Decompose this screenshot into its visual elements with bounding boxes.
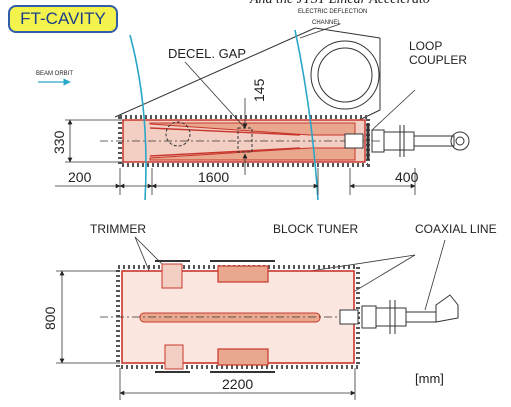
block-tuner-label: BLOCK TUNER — [273, 222, 358, 236]
loop-label: LOOP — [409, 39, 442, 53]
trimmer-label: TRIMMER — [90, 222, 146, 236]
height-top-dimension: 330 — [51, 130, 67, 154]
deflection-channel — [310, 40, 380, 110]
housing-outline — [114, 27, 381, 123]
electric-deflection-label: ELECTRIC DEFLECTION — [298, 9, 367, 15]
length-dimension: 1600 — [198, 169, 229, 185]
dimension-lines-bottom — [56, 270, 356, 400]
beam-curves — [129, 29, 319, 201]
coaxial-line-bottom — [339, 294, 459, 334]
title-badge: FT-CAVITY — [8, 5, 118, 33]
cavity-body-bottom — [100, 260, 360, 373]
cavity-body-top — [100, 115, 380, 167]
total-dimension: 2200 — [222, 376, 253, 392]
left-dimension: 200 — [68, 169, 92, 185]
dimension-lines-top — [55, 98, 416, 195]
coaxial-line-label: COAXIAL LINE — [415, 222, 497, 236]
decel-gap-label: DECEL. GAP — [168, 46, 246, 61]
right-dimension: 400 — [395, 169, 419, 185]
channel-label: CHANNEL — [312, 20, 341, 26]
unit-label: [mm] — [415, 371, 444, 386]
loop-coupler-assembly — [344, 123, 470, 160]
coupler-label: COUPLER — [409, 53, 467, 67]
subtitle-text: And the JTST Linear Accelerato — [250, 0, 430, 8]
height-bottom-dimension: 800 — [42, 306, 58, 330]
gap-dimension: 145 — [251, 78, 267, 102]
beam-orbit-label: BEAM ORBIT — [36, 71, 73, 77]
